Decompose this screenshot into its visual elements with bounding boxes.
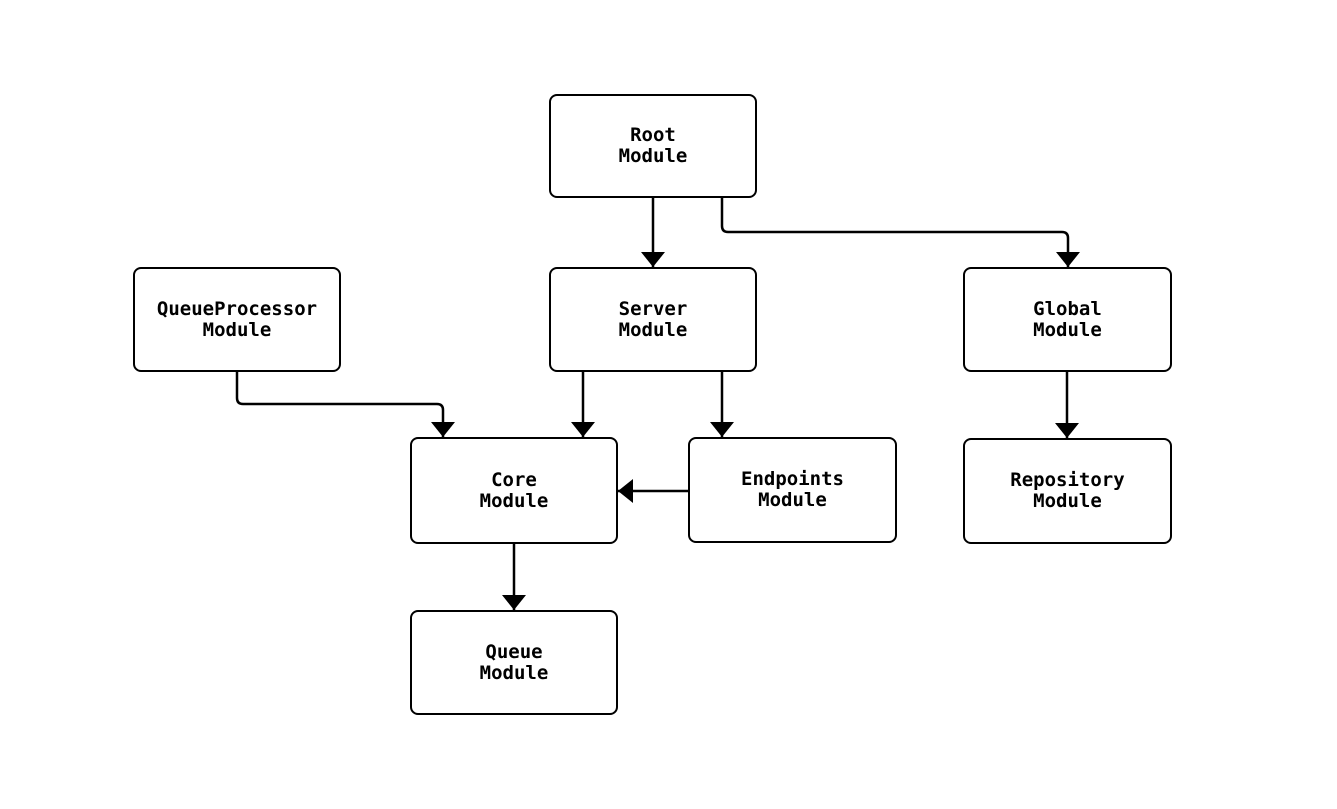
node-label: QueueProcessor Module [156,297,318,341]
node-server-module: Server Module [549,267,757,372]
node-label: Core Module [479,468,549,512]
node-label: Endpoints Module [741,468,844,511]
node-global-module: Global Module [963,267,1172,372]
node-core-module: Core Module [410,437,618,544]
node-label: Queue Module [479,640,549,684]
node-label: Root Module [618,124,688,167]
node-queue-module: Queue Module [410,610,618,715]
node-queueprocessor-module: QueueProcessor Module [133,267,341,372]
node-label: Server Module [618,297,688,341]
node-root-module: Root Module [549,94,757,198]
node-endpoints-module: Endpoints Module [688,437,897,543]
node-label: Repository Module [1010,469,1125,512]
edge-root-to-global [720,198,1080,267]
node-label: Global Module [1033,297,1102,341]
edge-queueprocessor-to-core [235,372,455,437]
node-repository-module: Repository Module [963,438,1172,544]
